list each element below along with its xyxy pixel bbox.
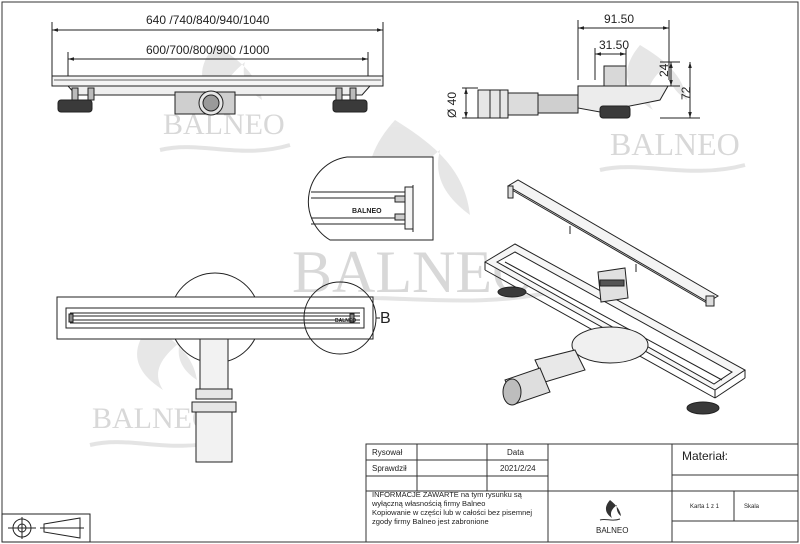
checked-by-label: Sprawdził [372,464,407,473]
dimension-width-offset: 31.50 [599,38,629,52]
balneo-logo-icon: BALNEO [596,500,628,535]
notice-line: wyłączną własnością firmy Balneo [371,499,485,508]
front-view [51,22,384,116]
adjustable-foot [57,99,93,113]
material-label: Materiał: [682,449,728,463]
adjustable-foot [497,286,527,298]
grate-profile [507,179,719,303]
dimension-outer-lengths: 640 /740/840/940/1040 [146,13,270,27]
siphon-housing [577,85,669,113]
side-view [462,20,700,119]
dimension-height-total: 72 [679,86,693,100]
notice-line: zgody firmy Balneo jest zabronione [372,517,489,526]
adjustable-foot [332,99,368,113]
detail-brand-badge-small: BALNEO [335,318,356,324]
projection-symbol-icon [1,513,91,543]
detail-label: B [380,310,391,327]
notice-line: Kopiowanie w części lub w całości bez pi… [372,508,532,517]
scale-label: Skala [744,504,760,510]
dimension-width-total: 91.50 [604,12,634,26]
title-block [365,443,799,543]
dimension-outlet-diameter: Ø 40 [445,92,459,118]
adjustable-foot [599,105,631,119]
detail-b-view [307,156,434,241]
sheet-label: Karta 1 z 1 [690,504,720,510]
date-value: 2021/2/24 [500,464,536,473]
drawn-by-label: Rysował [372,448,402,457]
isometric-view [484,179,746,415]
adjustable-foot [686,401,720,415]
watermark-text: BALNEO [292,239,535,305]
watermark-text: BALNEO [610,126,740,162]
notice-line: INFORMACJE ZAWARTE na tym rysunku są [372,490,523,499]
top-view [56,272,380,463]
dimension-height-small: 24 [657,63,671,77]
outlet-pipe [195,411,233,463]
siphon-bowl-iso [571,326,649,364]
dimension-inner-lengths: 600/700/800/900 /1000 [146,43,270,57]
drain-channel-side [51,75,384,87]
date-header: Data [507,448,524,457]
siphon-cap [603,65,627,87]
detail-brand-badge: BALNEO [352,208,382,215]
logo-text: BALNEO [596,526,628,535]
outlet-pipe [477,89,509,119]
